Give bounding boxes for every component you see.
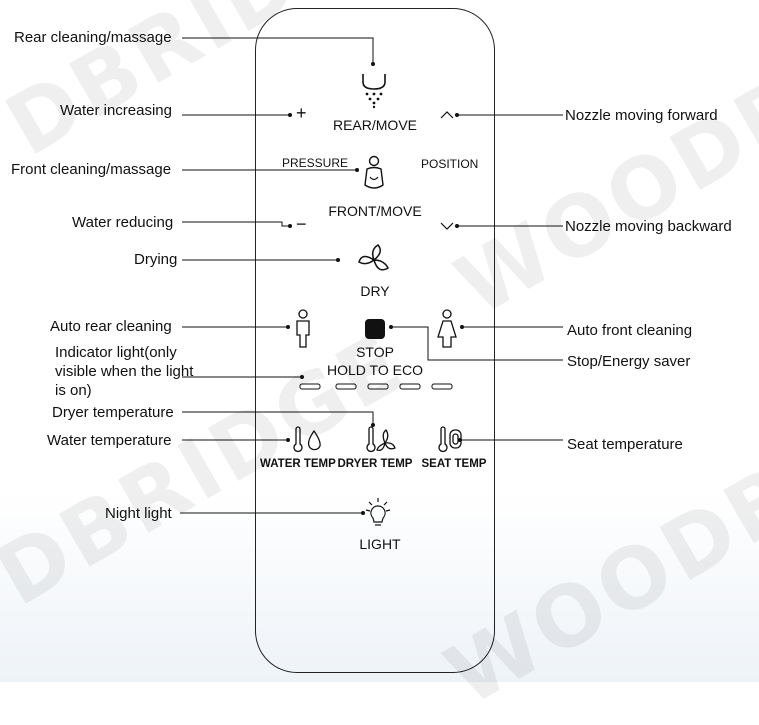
callout-front-cleaning: Front cleaning/massage — [11, 161, 172, 178]
chevron-up-icon[interactable] — [440, 110, 454, 120]
light-label: LIGHT — [359, 536, 401, 552]
leader-water-reducing — [182, 221, 290, 227]
rear-move-label: REAR/MOVE — [332, 117, 417, 133]
callout-nozzle-backward: Nozzle moving backward — [565, 218, 732, 235]
dryer-temp-label: DRYER TEMP — [337, 458, 413, 470]
rear-cleaning-icon[interactable] — [360, 70, 388, 112]
leader-stop — [391, 326, 563, 361]
leader-rear-cleaning — [182, 37, 374, 64]
auto-front-person-icon[interactable] — [436, 309, 458, 349]
indicator-lights — [299, 383, 453, 390]
lightbulb-icon[interactable] — [364, 497, 392, 529]
seat-temp-label: SEAT TEMP — [421, 458, 487, 470]
callout-rear-cleaning: Rear cleaning/massage — [14, 29, 172, 46]
callout-drying: Drying — [134, 251, 178, 268]
leader-dryer-temp — [182, 411, 374, 425]
fan-icon[interactable] — [356, 242, 392, 278]
dry-label: DRY — [360, 283, 390, 299]
water-temp-label: WATER TEMP — [260, 458, 336, 470]
callout-nozzle-forward: Nozzle moving forward — [565, 107, 718, 124]
water-increase-button[interactable]: + — [296, 103, 307, 123]
auto-rear-person-icon[interactable] — [293, 309, 313, 349]
callout-water-reducing: Water reducing — [72, 214, 174, 231]
stop-label: STOP — [356, 344, 394, 360]
callout-stop-energy: Stop/Energy saver — [567, 353, 691, 370]
leader-lines — [180, 37, 563, 515]
callout-water-increasing: Water increasing — [60, 102, 172, 119]
callout-night-light: Night light — [105, 505, 172, 522]
front-cleaning-icon[interactable] — [362, 155, 386, 195]
water-temp-icon[interactable] — [290, 426, 324, 454]
water-decrease-button[interactable]: − — [296, 214, 307, 234]
callout-dryer-temperature: Dryer temperature — [52, 404, 174, 421]
pressure-label: PRESSURE — [282, 156, 349, 170]
front-move-label: FRONT/MOVE — [328, 203, 422, 219]
hold-to-eco-label: HOLD TO ECO — [327, 362, 423, 378]
callout-auto-front: Auto front cleaning — [567, 322, 693, 339]
callout-seat-temperature: Seat temperature — [567, 436, 683, 453]
stop-button[interactable] — [365, 319, 385, 339]
callout-auto-rear: Auto rear cleaning — [50, 318, 172, 335]
seat-temp-icon[interactable] — [436, 426, 464, 454]
remote-control-body — [255, 8, 495, 673]
chevron-down-icon[interactable] — [440, 221, 454, 231]
callout-indicator-light: Indicator light(only visible when the li… — [55, 344, 194, 399]
dryer-temp-icon[interactable] — [363, 426, 397, 454]
position-label: POSITION — [421, 157, 479, 171]
callout-water-temperature: Water temperature — [47, 432, 172, 449]
